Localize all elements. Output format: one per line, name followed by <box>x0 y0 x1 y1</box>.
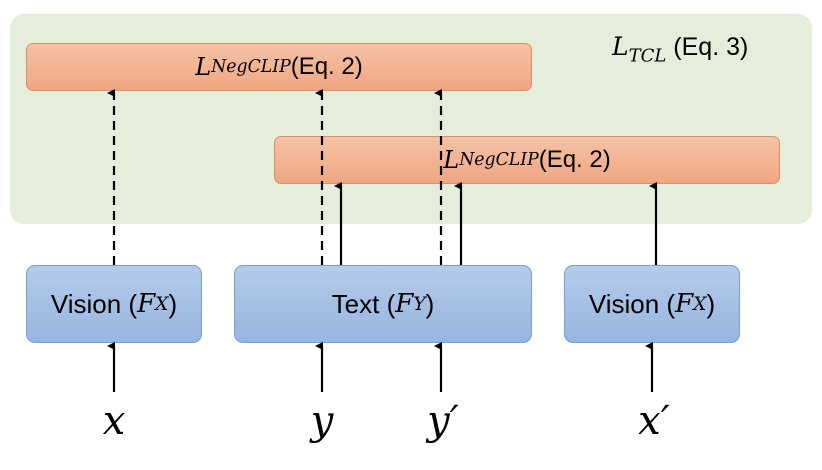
input-y: y <box>310 398 334 444</box>
input-y-prime: y′ <box>427 398 459 444</box>
input-x-prime: x′ <box>638 398 670 444</box>
input-x: x <box>102 398 126 444</box>
tcl-loss-label: LTCL (Eq. 3) <box>612 32 749 67</box>
